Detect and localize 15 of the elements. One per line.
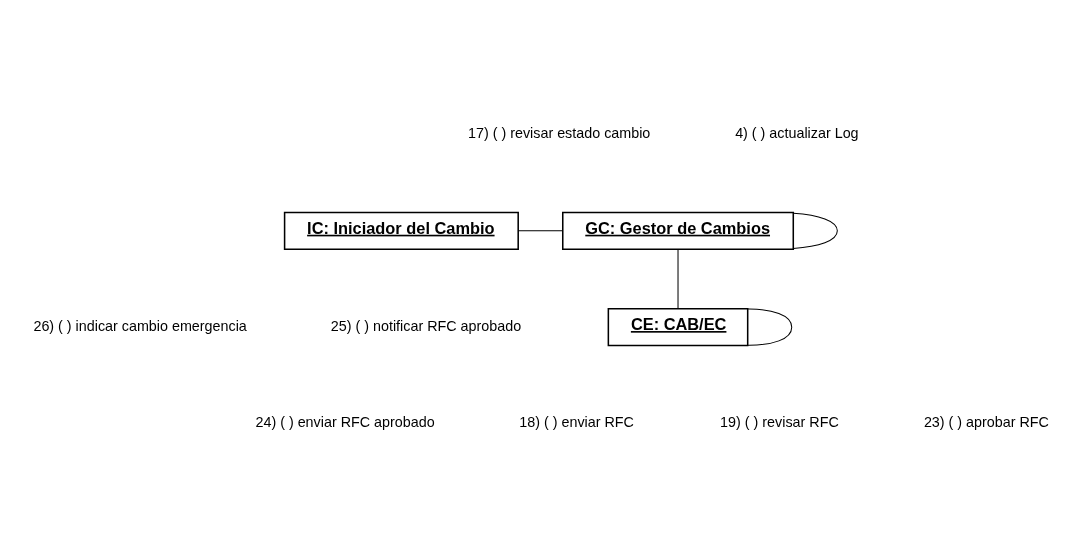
connector (517, 229, 564, 231)
node-box: GC: Gestor de Cambios (562, 211, 795, 250)
connector (747, 308, 793, 346)
label: 26) ( ) indicar cambio emergencia (33, 317, 247, 334)
connector (677, 248, 679, 309)
label: 23) ( ) aprobar RFC (923, 413, 1049, 430)
node-box: CE: CAB/EC (607, 307, 749, 346)
node-box: IC: Iniciador del Cambio (283, 211, 519, 250)
connector (792, 212, 838, 249)
label: 19) ( ) revisar RFC (720, 413, 839, 430)
label: 4) ( ) actualizar Log (735, 124, 859, 141)
label: 18) ( ) enviar RFC (519, 413, 634, 430)
label: 25) ( ) notificar RFC aprobado (330, 317, 522, 334)
label: 17) ( ) revisar estado cambio (467, 124, 651, 141)
label: 24) ( ) enviar RFC aprobado (255, 413, 435, 430)
